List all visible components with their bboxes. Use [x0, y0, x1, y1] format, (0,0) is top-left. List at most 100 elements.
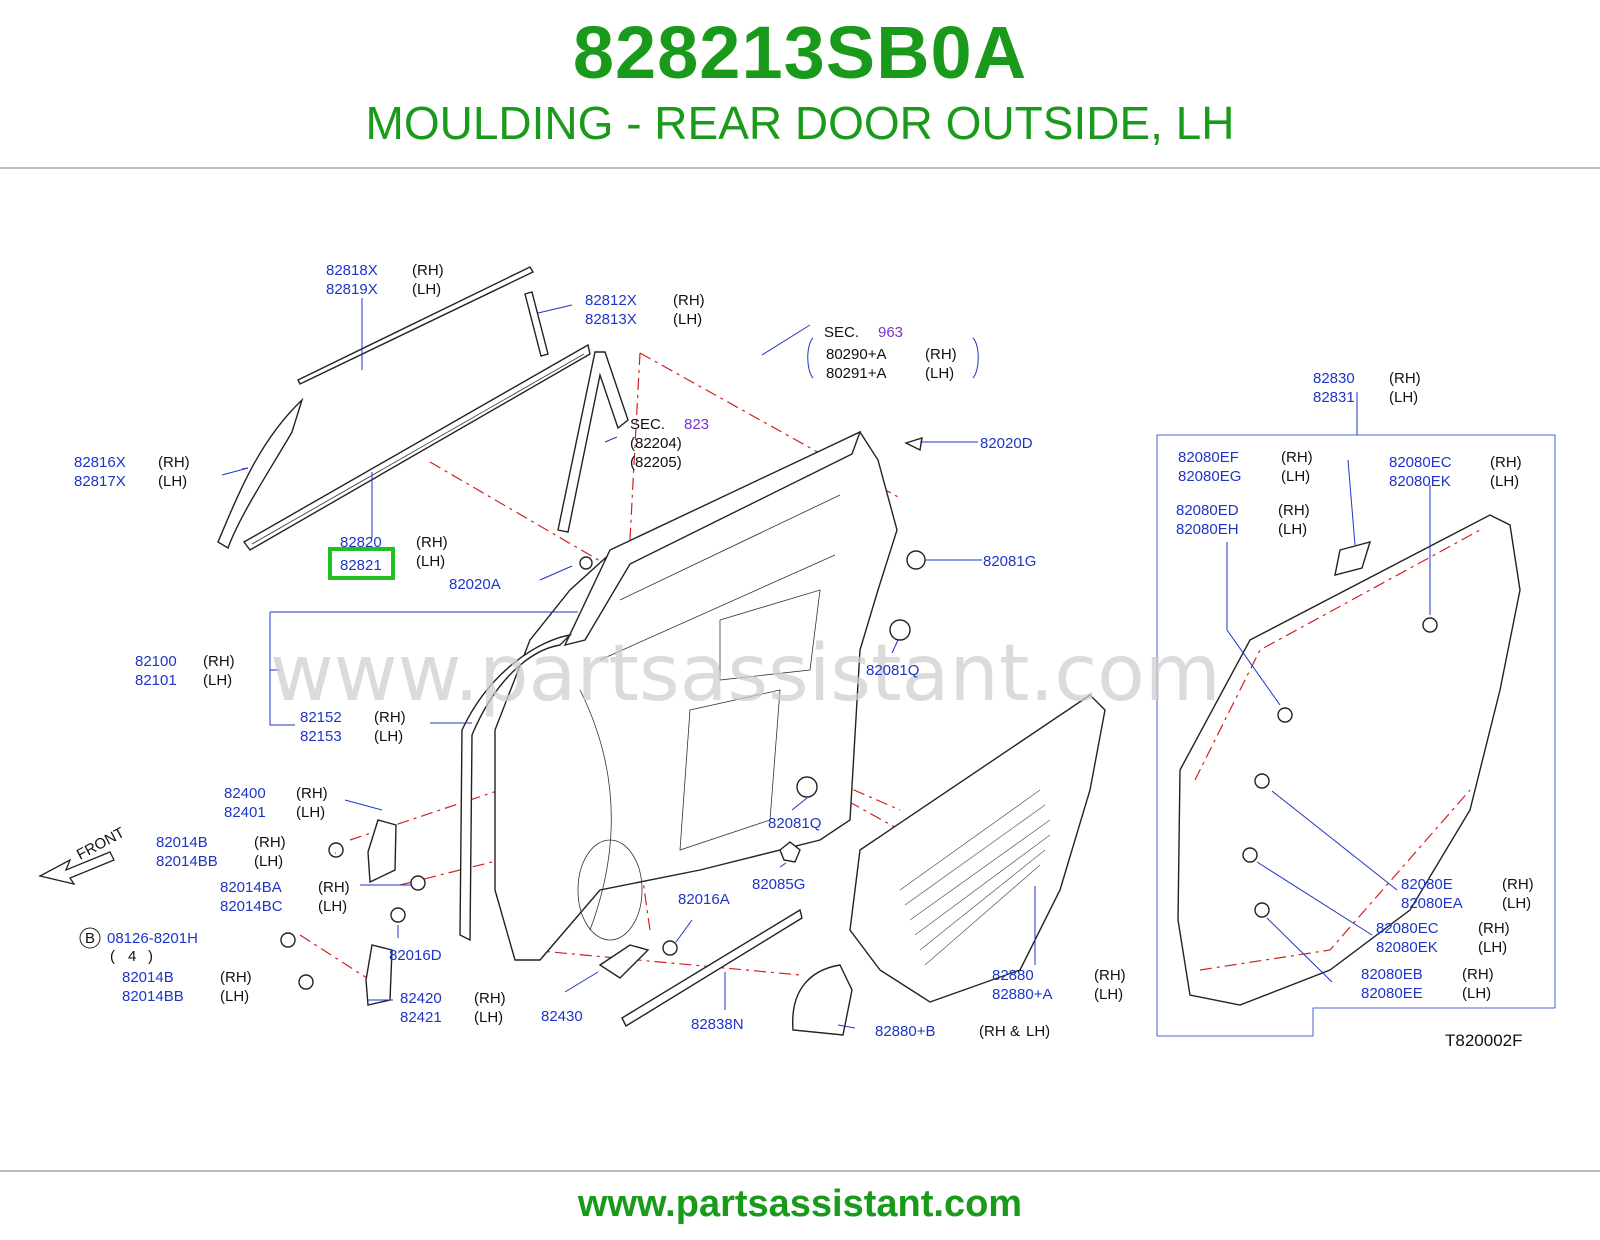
side: (RH): [1502, 876, 1534, 893]
label-82152[interactable]: 82152 (RH) 82153 (LH): [300, 709, 406, 745]
section-prefix: SEC.: [630, 416, 665, 433]
plug-82081q-lower: [796, 776, 818, 798]
side: (LH): [1490, 473, 1519, 490]
section-number: 823: [684, 416, 709, 433]
part-code: 82820: [340, 534, 382, 551]
side: (LH): [673, 311, 702, 328]
label-82880b[interactable]: 82880+B (RH & LH): [875, 1023, 1050, 1040]
part-code: 82880+B: [875, 1023, 935, 1040]
part-code: 82080EA: [1401, 895, 1463, 912]
part-code: 82420: [400, 990, 442, 1007]
part-code: 80290+A: [826, 346, 886, 363]
part-code: 82014B: [122, 969, 174, 986]
label-82812x[interactable]: 82812X (RH) 82813X (LH): [585, 292, 705, 328]
part-code: 82014BC: [220, 898, 283, 915]
side: (RH): [1278, 502, 1310, 519]
section-number: 963: [878, 324, 903, 341]
side: (LH): [1389, 389, 1418, 406]
qty-close: ): [148, 948, 153, 965]
label-82400[interactable]: 82400 (RH) 82401 (LH): [224, 785, 328, 821]
label-82420[interactable]: 82420 (RH) 82421 (LH): [400, 990, 506, 1026]
weatherstrip-82830: [1177, 514, 1521, 1006]
label-82080ec[interactable]: 82080EC (RH) 82080EK (LH): [1389, 454, 1522, 490]
part-code: 82080EK: [1376, 939, 1438, 956]
label-82080eb[interactable]: 82080EB (RH) 82080EE (LH): [1361, 966, 1494, 1002]
label-82820[interactable]: 82820 (RH) 82821 (LH): [328, 534, 448, 580]
side: (LH): [296, 804, 325, 821]
footer-website[interactable]: www.partsassistant.com: [577, 1183, 1023, 1225]
window-sash-frame: [557, 351, 629, 533]
label-82080ec-lower[interactable]: 82080EC (RH) 82080EK (LH): [1376, 920, 1510, 956]
label-82014b-lower[interactable]: 82014B (RH) 82014BB (LH): [122, 969, 252, 1005]
side: (RH): [1389, 370, 1421, 387]
side: (LH): [1462, 985, 1491, 1002]
label-82016d[interactable]: 82016D: [389, 947, 442, 964]
part-code: 82830: [1313, 370, 1355, 387]
part-code: 82812X: [585, 292, 637, 309]
footer-divider: [0, 1170, 1600, 1172]
part-code: 82817X: [74, 473, 126, 490]
label-80290a[interactable]: 80290+A (RH) 80291+A (LH): [826, 346, 957, 382]
label-82830[interactable]: 82830 (RH) 82831 (LH): [1313, 370, 1421, 406]
label-sec-963[interactable]: SEC. 963: [824, 324, 903, 341]
label-82014ba[interactable]: 82014BA (RH) 82014BC (LH): [220, 879, 350, 915]
side: (RH): [474, 990, 506, 1007]
part-code: 82816X: [74, 454, 126, 471]
part-code: 82080EE: [1361, 985, 1423, 1002]
part-code: 82014BB: [156, 853, 218, 870]
label-82020a[interactable]: 82020A: [449, 576, 501, 593]
label-82080ef[interactable]: 82080EF (RH) 82080EG (LH): [1178, 449, 1313, 485]
check-link-82430: [598, 944, 650, 979]
part-code: 82080EH: [1176, 521, 1239, 538]
side: (LH): [254, 853, 283, 870]
label-82014b[interactable]: 82014B (RH) 82014BB (LH): [156, 834, 286, 870]
part-code: 82080EC: [1376, 920, 1439, 937]
side: (RH): [1094, 967, 1126, 984]
part-code: 82880+A: [992, 986, 1052, 1003]
side: (LH): [158, 473, 187, 490]
side-amp: &: [1010, 1023, 1020, 1040]
page-header: 828213SB0A MOULDING - REAR DOOR OUTSIDE,…: [0, 0, 1600, 168]
side: (LH): [416, 553, 445, 570]
label-82085g[interactable]: 82085G: [752, 876, 805, 893]
part-code: 82100: [135, 653, 177, 670]
label-82100[interactable]: 82100 (RH) 82101 (LH): [135, 653, 235, 689]
side: (LH): [474, 1009, 503, 1026]
header-divider: [0, 167, 1600, 169]
label-82080e[interactable]: 82080E (RH) 82080EA (LH): [1401, 876, 1534, 912]
highlight-box: [328, 547, 395, 580]
bolt-82020a: [579, 556, 593, 570]
part-code: 82880: [992, 967, 1034, 984]
label-82081q-lower[interactable]: 82081Q: [768, 815, 821, 832]
bolt-type: B: [85, 930, 95, 947]
side: (RH): [673, 292, 705, 309]
label-82838n[interactable]: 82838N: [691, 1016, 744, 1033]
label-82020d[interactable]: 82020D: [980, 435, 1033, 452]
label-82081q-upper[interactable]: 82081Q: [866, 662, 919, 679]
label-82818x[interactable]: 82818X (RH) 82819X (LH): [326, 262, 444, 298]
sub-part: (82204): [630, 435, 682, 452]
part-code: 82080EK: [1389, 473, 1451, 490]
part-code: 08126-8201H: [107, 930, 198, 947]
side: (LH): [318, 898, 347, 915]
side: (RH): [925, 346, 957, 363]
leader-lines: [221, 298, 1431, 1029]
sealing-screen-82880b: [792, 964, 853, 1036]
part-code: 82818X: [326, 262, 378, 279]
label-82880[interactable]: 82880 (RH) 82880+A (LH): [992, 967, 1126, 1003]
label-08126-8201h[interactable]: B 08126-8201H ( 4 ): [79, 927, 198, 965]
label-sec-823[interactable]: SEC. 823 (82204) (82205): [630, 416, 709, 471]
label-82081g[interactable]: 82081G: [983, 553, 1036, 570]
label-82080ed[interactable]: 82080ED (RH) 82080EH (LH): [1176, 502, 1310, 538]
part-code: 82080ED: [1176, 502, 1239, 519]
side: (RH): [296, 785, 328, 802]
label-82816x[interactable]: 82816X (RH) 82817X (LH): [74, 454, 190, 490]
front-arrow-icon: [38, 851, 115, 886]
part-code: 80291+A: [826, 365, 886, 382]
door-window-frame: [563, 430, 862, 647]
part-code: 82080EF: [1178, 449, 1239, 466]
label-82430[interactable]: 82430: [541, 1008, 583, 1025]
side: (RH): [1281, 449, 1313, 466]
side: (LH): [203, 672, 232, 689]
label-82016a[interactable]: 82016A: [678, 891, 730, 908]
